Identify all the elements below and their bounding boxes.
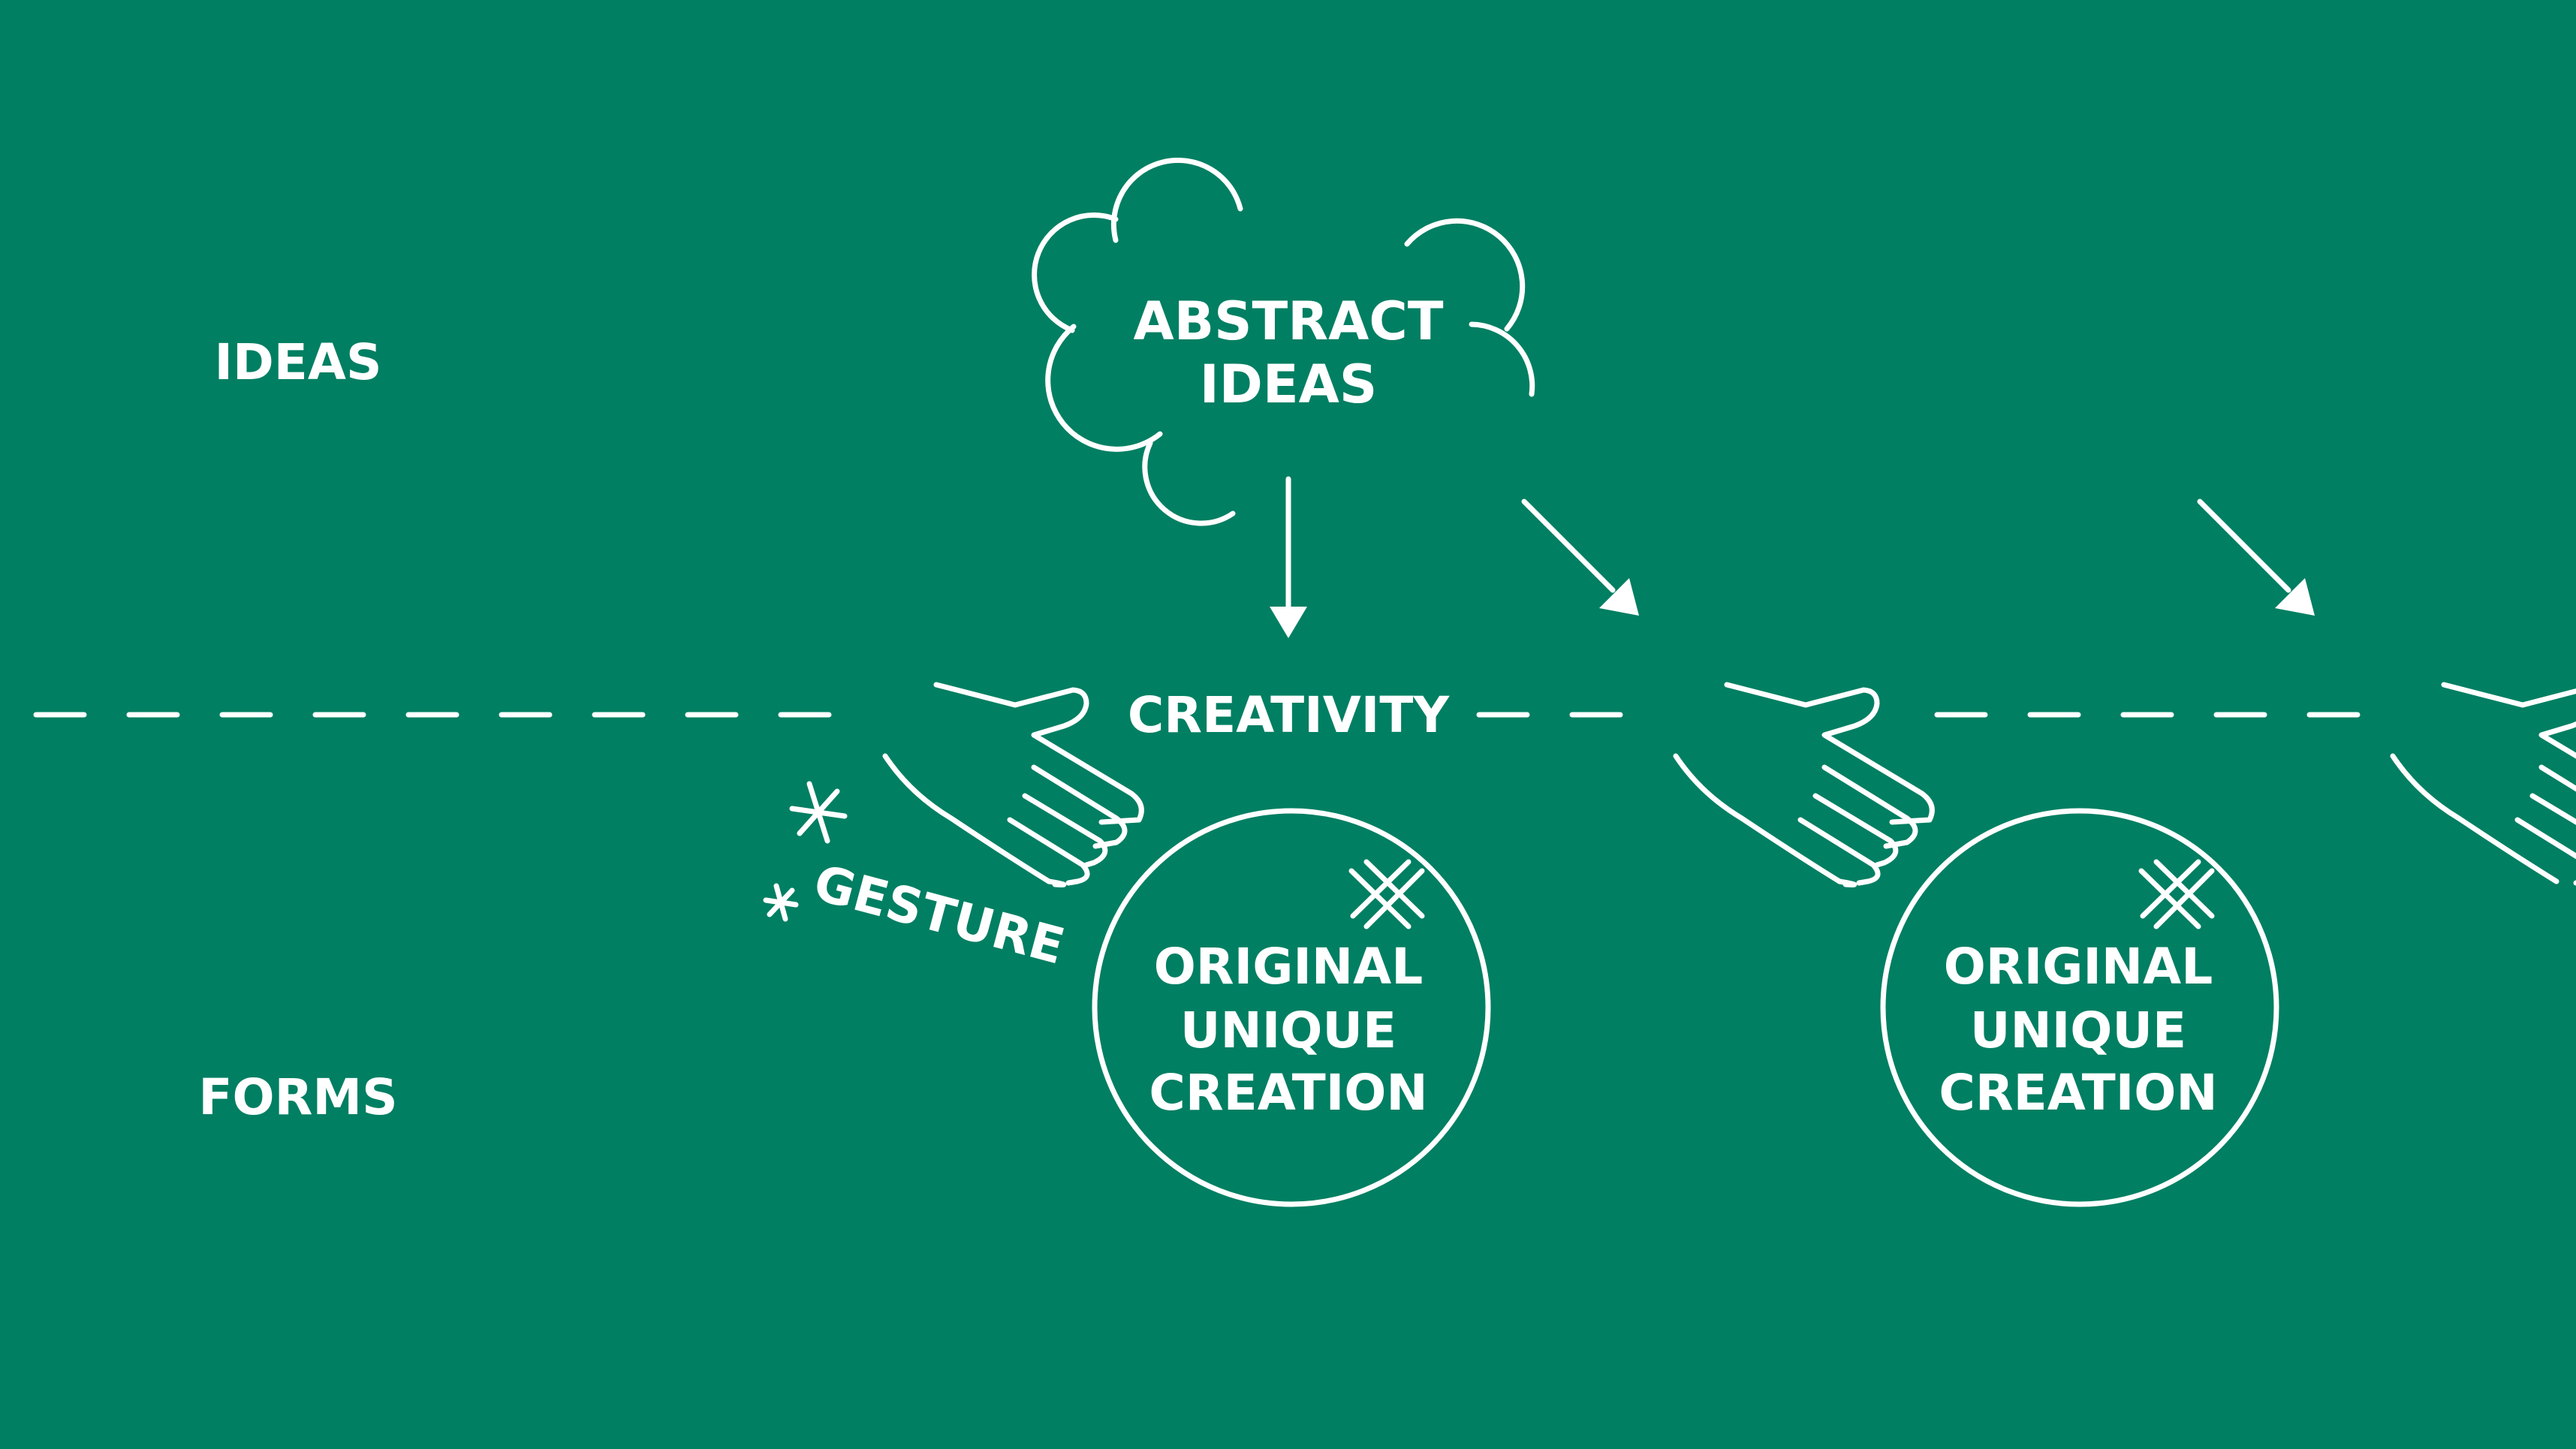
cloud-icon: ABSTRACT IDEAS	[1032, 157, 1535, 526]
arrow-down-head	[1270, 607, 1307, 638]
cloud-lobe-top	[1110, 157, 1243, 243]
arrow-diagonal-2-shaft	[2197, 499, 2291, 593]
cloud-lobe-bottom	[1142, 440, 1236, 526]
sparkle-icon	[763, 883, 799, 922]
hand-icon	[2390, 682, 2576, 886]
sparkle-icon	[789, 781, 848, 844]
hatch-icon	[2138, 859, 2215, 929]
arrow-icon	[1270, 476, 1307, 638]
creation-circle-outline	[1880, 808, 2279, 1207]
creation-line2: UNIQUE	[1180, 1002, 1396, 1059]
creativity-label: CREATIVITY	[1128, 686, 1451, 744]
creation-line3: CREATION	[1939, 1064, 2217, 1122]
forms-label: FORMS	[198, 1068, 397, 1126]
creation-line3: CREATION	[1149, 1064, 1427, 1122]
arrow-diagonal-2-head	[2275, 578, 2315, 616]
creation-line1: ORIGINAL	[1154, 938, 1424, 996]
arrow-diagonal-1-shaft	[1521, 499, 1616, 593]
arrow-icon	[2197, 499, 2315, 616]
creation-line1: ORIGINAL	[1944, 938, 2213, 996]
hatch-icon	[1348, 859, 1425, 929]
cloud-title-line2: IDEAS	[1200, 354, 1378, 415]
cloud-lobe-left-upper	[1032, 212, 1119, 333]
cloud-title-line1: ABSTRACT	[1134, 291, 1444, 352]
hand-icon	[882, 682, 1144, 887]
cloud-lobe-right-lower	[1469, 321, 1535, 397]
ideas-label: IDEAS	[214, 333, 381, 391]
creation-circle-outline	[1092, 808, 1491, 1207]
arrow-diagonal-1-head	[1599, 578, 1639, 616]
creation-line2: UNIQUE	[1970, 1002, 2186, 1059]
creation-circle: ORIGINAL UNIQUE CREATION	[1092, 808, 1491, 1207]
creation-circle: ORIGINAL UNIQUE CREATION	[1880, 808, 2279, 1207]
hand-icon	[1673, 682, 1935, 887]
arrow-icon	[1521, 499, 1639, 616]
cloud-lobe-right-upper	[1404, 218, 1526, 332]
cloud-lobe-left-lower	[1045, 324, 1163, 452]
